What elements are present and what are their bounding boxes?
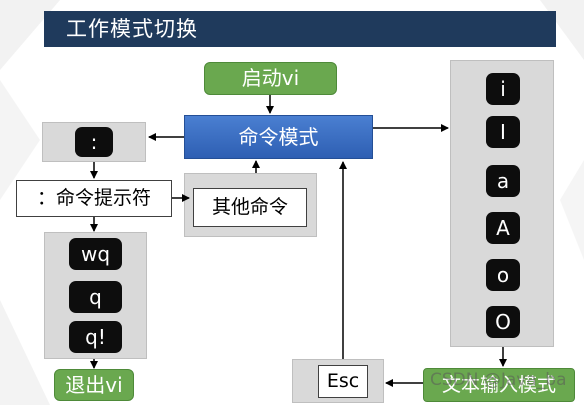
start-vi-node: 启动vi [204, 62, 337, 95]
exit-key-q: q [69, 281, 122, 313]
insert-key-a: a [486, 165, 520, 197]
text-input-mode-node: 文本输入模式 [423, 368, 575, 402]
colon-key: : [75, 127, 113, 157]
command-prompt-node: ：命令提示符 [16, 180, 172, 217]
insert-key-o: o [486, 259, 520, 291]
exit-key-q-force: q! [69, 321, 122, 353]
exit-vi-node: 退出vi [54, 369, 134, 401]
page-title: 工作模式切换 [44, 11, 556, 47]
exit-key-wq: wq [69, 238, 122, 270]
esc-key-node: Esc [318, 365, 368, 398]
insert-key-A: A [486, 212, 520, 244]
other-commands-node: 其他命令 [193, 188, 307, 227]
command-mode-node: 命令模式 [184, 115, 373, 159]
insert-key-I: I [486, 116, 520, 148]
watermark: CSDN @Java_ba [430, 370, 567, 390]
insert-key-O: O [486, 306, 520, 338]
insert-key-i: i [486, 73, 520, 105]
insert-keys-panel [450, 60, 554, 347]
